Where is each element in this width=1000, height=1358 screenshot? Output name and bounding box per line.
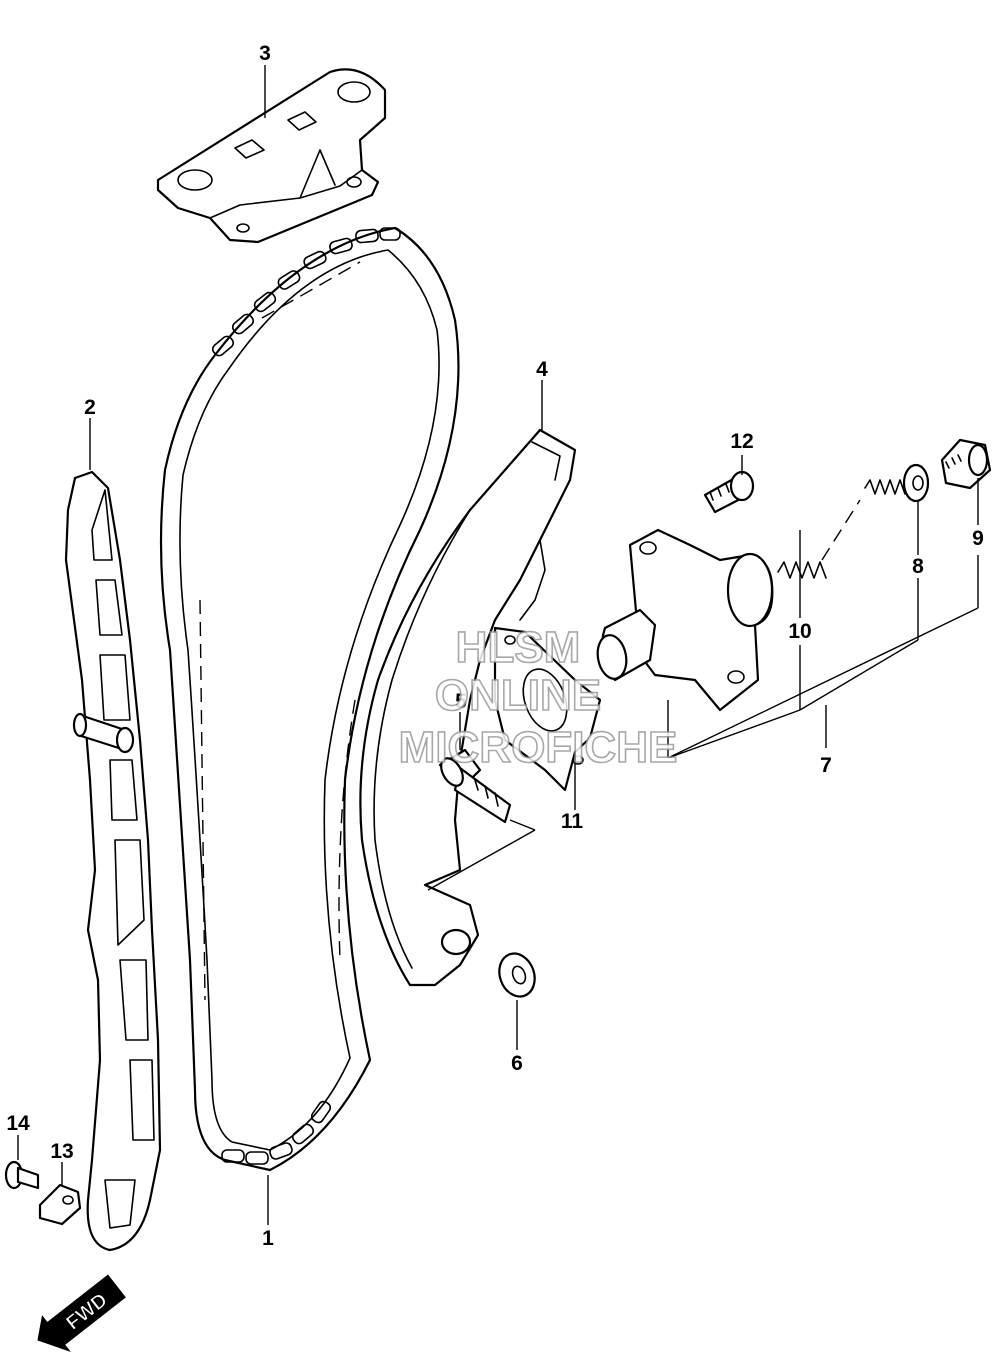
callout-10: 10: [788, 620, 811, 643]
callout-14: 14: [6, 1112, 30, 1135]
part-13-plate[interactable]: [38, 1183, 82, 1226]
part-14-bolt[interactable]: [4, 1160, 40, 1190]
part-7-tensioner-assembly[interactable]: [594, 528, 774, 712]
guide-pivot-pin: [72, 712, 135, 754]
part-12-bolt[interactable]: [703, 470, 755, 514]
part-5-tensioner-bolt[interactable]: [437, 748, 512, 824]
chain-links-top: [211, 227, 401, 357]
part-11-gasket[interactable]: [493, 626, 602, 792]
chain-links-bottom: [221, 1100, 332, 1165]
callout-6: 6: [511, 1052, 523, 1075]
callout-5: 5: [455, 690, 467, 713]
watermark-line-3: MICROFICHE: [399, 723, 678, 772]
watermark-line-2: ONLINE: [435, 671, 601, 720]
callout-3: 3: [259, 42, 271, 65]
part-8-washer[interactable]: [902, 463, 930, 503]
watermark: HLSM ONLINE MICROFICHE: [398, 622, 678, 773]
part-10-spring[interactable]: [777, 479, 906, 579]
callout-8: 8: [912, 555, 924, 578]
part-4-tensioner-arm[interactable]: [359, 428, 577, 987]
callout-1: 1: [262, 1227, 274, 1250]
part-2-chain-guide-left[interactable]: [64, 470, 162, 1252]
part-6-washer[interactable]: [494, 949, 541, 1002]
fwd-arrow-icon: [37, 1274, 126, 1353]
callout-9: 9: [972, 527, 984, 550]
watermark-line-1: HLSM: [456, 623, 581, 672]
callout-11: 11: [561, 810, 584, 833]
callout-2: 2: [84, 396, 96, 419]
part-1-cam-chain[interactable]: [159, 226, 460, 1172]
part-9-plug-bolt[interactable]: [940, 438, 992, 490]
callout-4: 4: [536, 358, 548, 381]
callout-labels: 1 2 3 4 5 6 7 8 9 10 11 12 13 14: [6, 42, 984, 1250]
part-3-chain-guide-top[interactable]: [156, 68, 387, 244]
callout-12: 12: [730, 430, 753, 453]
callout-13: 13: [50, 1140, 73, 1163]
callout-7: 7: [820, 754, 832, 777]
fwd-direction-badge: FWD: [37, 1274, 126, 1353]
leader-lines: [17, 65, 979, 1225]
